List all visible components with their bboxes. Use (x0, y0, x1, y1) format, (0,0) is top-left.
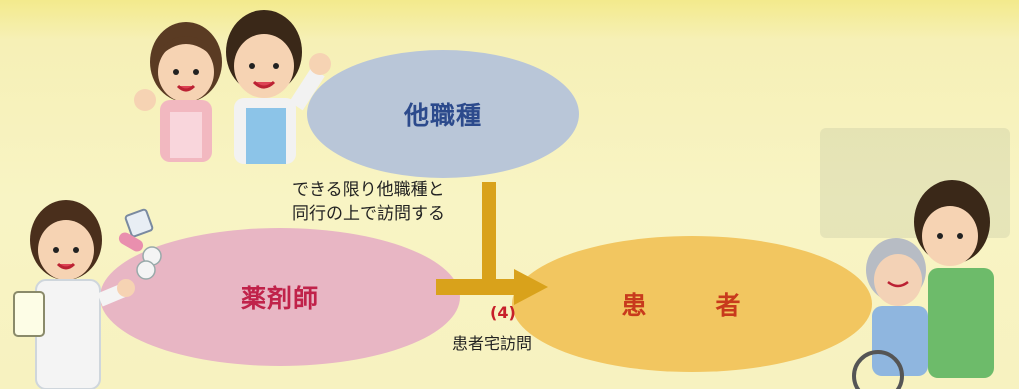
care-workers-illustration (134, 10, 331, 164)
pills-icon (118, 208, 162, 280)
visit-arrow (436, 182, 548, 305)
node-patient-label: 患 者 (621, 291, 763, 320)
patient-caregiver-illustration (852, 180, 994, 389)
node-pharmacist-label: 薬剤師 (240, 284, 319, 313)
step-number: (4) (490, 303, 516, 322)
node-other-staff: 他職種 (307, 50, 579, 178)
note-line-2: 同行の上で訪問する (292, 204, 445, 224)
pharmacist-illustration (13, 200, 135, 389)
node-other-staff-label: 他職種 (403, 101, 482, 130)
note-line-1: できる限り他職種と (292, 180, 445, 200)
step-label: 患者宅訪問 (452, 334, 533, 353)
node-patient: 患 者 (512, 236, 872, 372)
